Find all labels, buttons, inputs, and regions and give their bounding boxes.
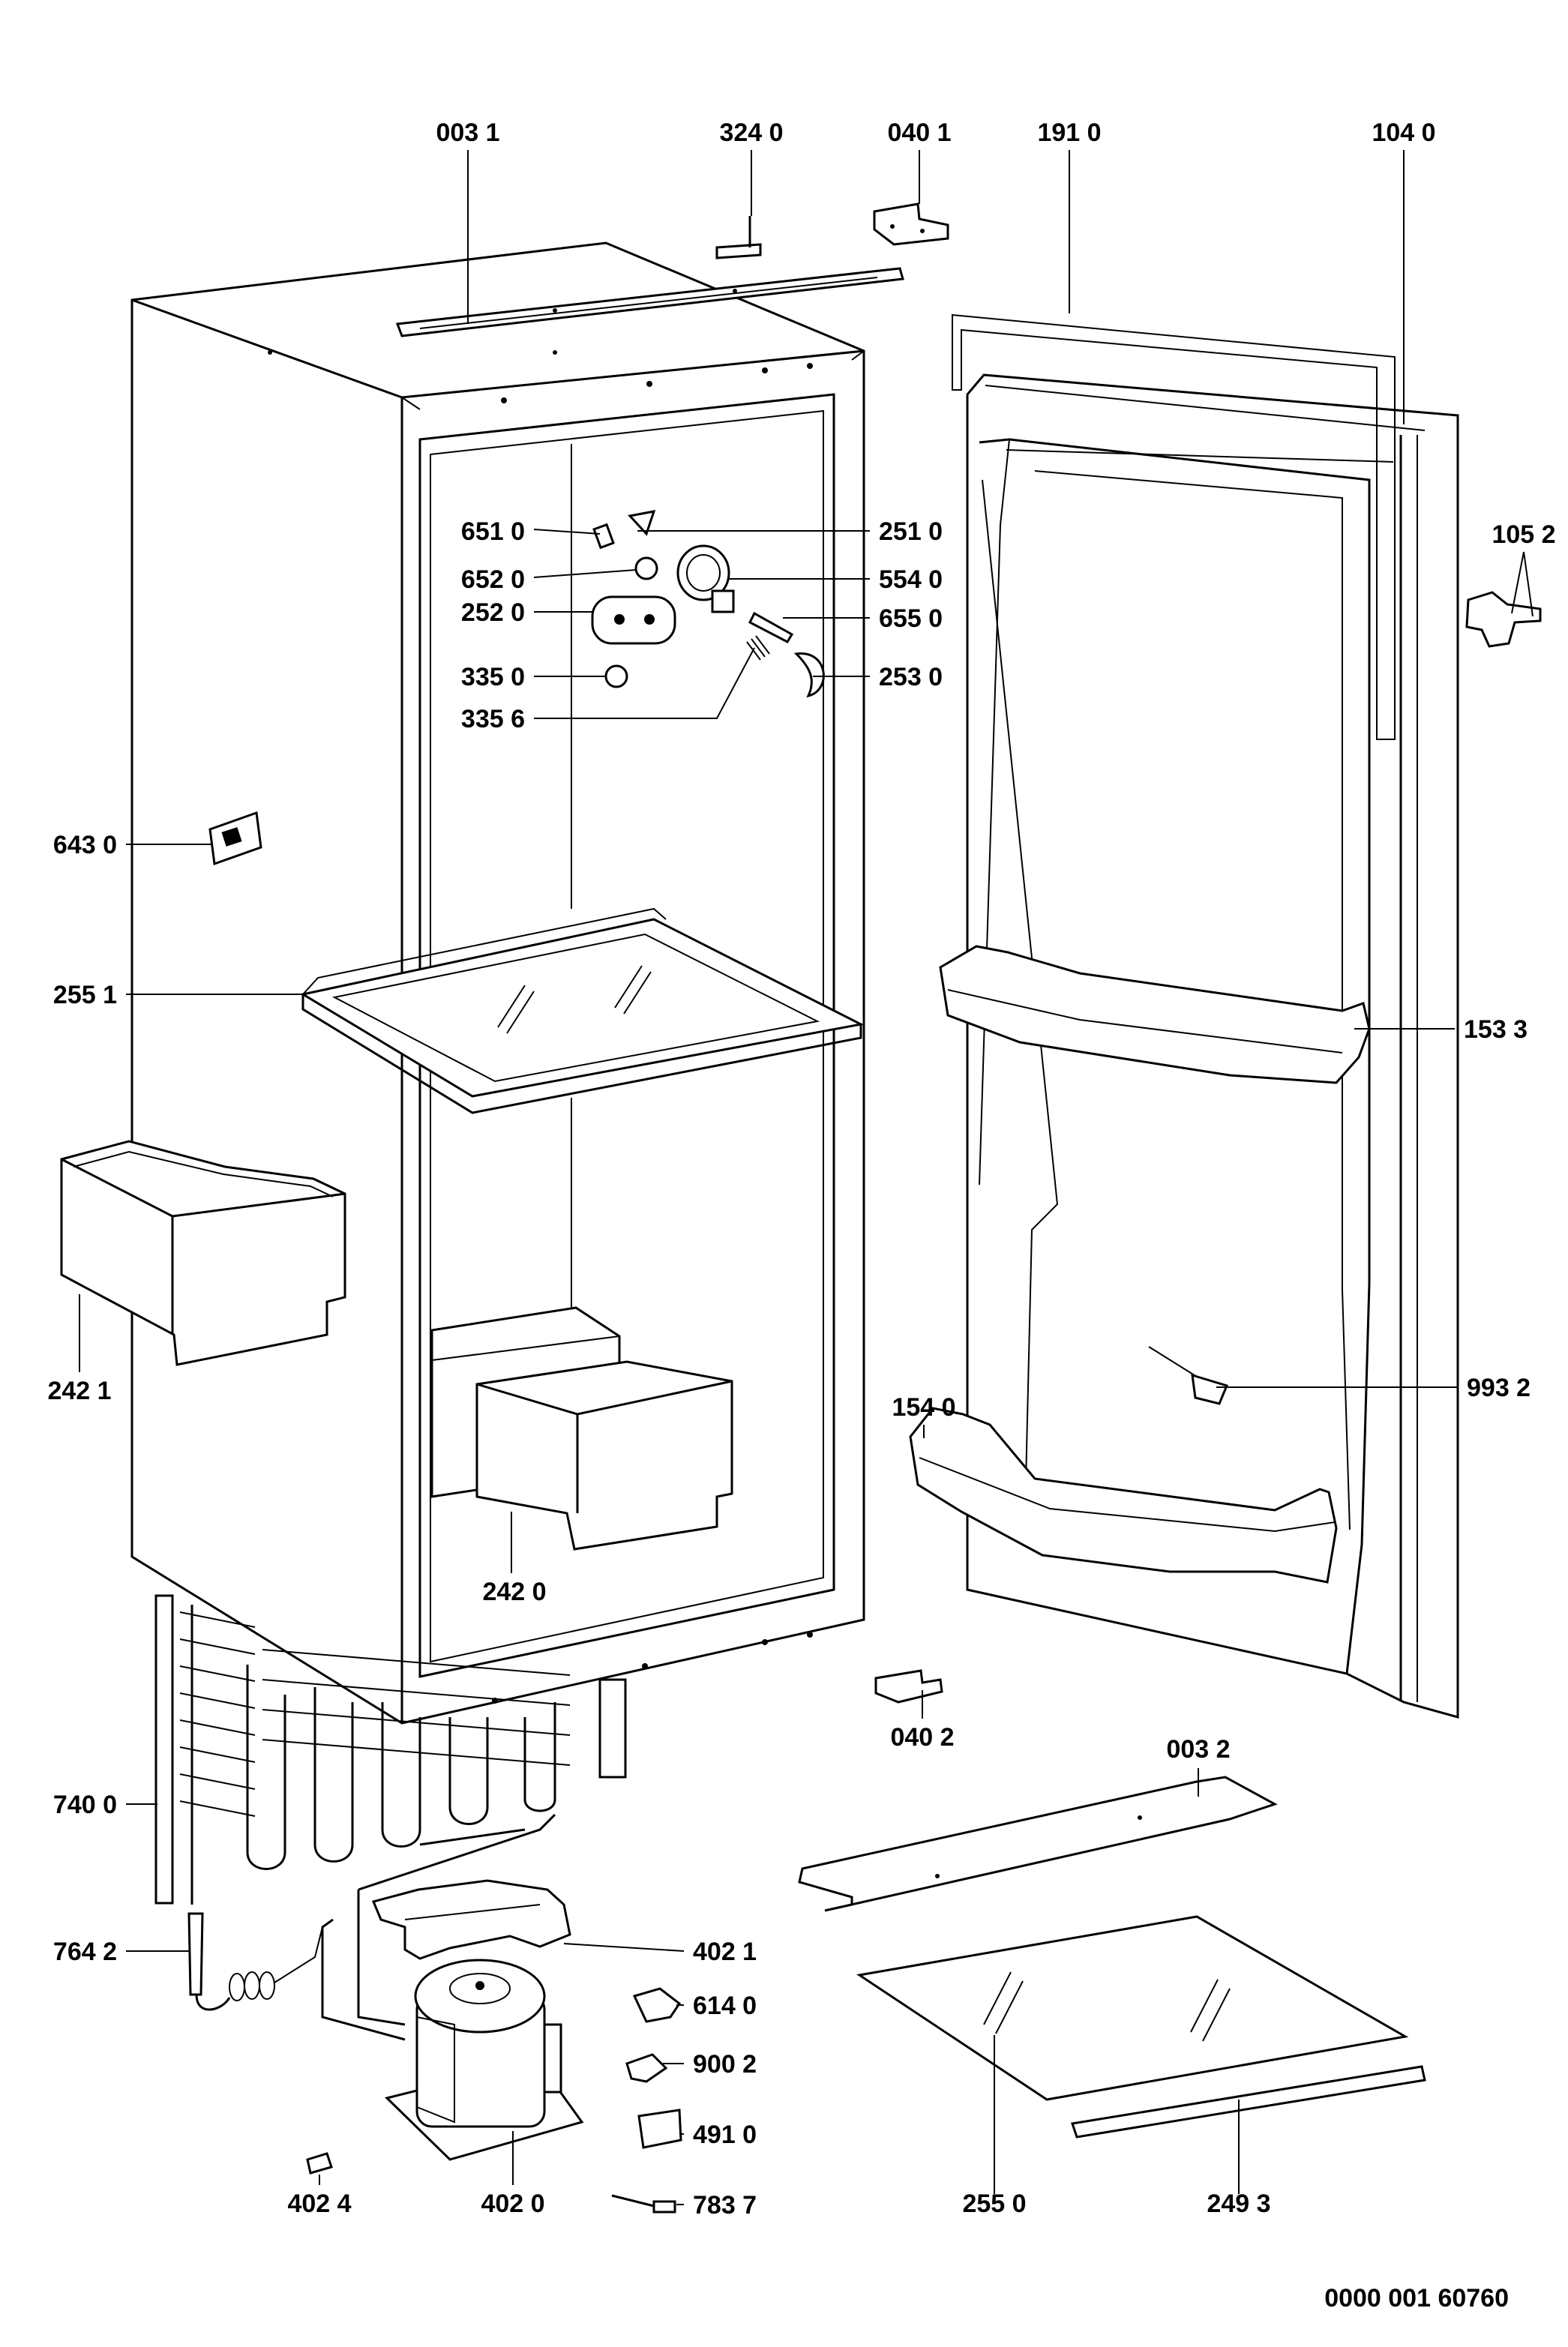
callout-154-0: 154 0 — [892, 1393, 955, 1422]
callout-040-2: 040 2 — [890, 1723, 954, 1752]
bottom-bracket — [874, 1669, 943, 1704]
callout-335-6: 335 6 — [461, 705, 525, 733]
callout-105-2: 105 2 — [1492, 520, 1555, 549]
callout-191-0: 191 0 — [1037, 118, 1101, 147]
callout-153-3: 153 3 — [1464, 1015, 1528, 1044]
callout-335-0: 335 0 — [461, 663, 525, 691]
callout-402-0: 402 0 — [481, 2190, 544, 2218]
drawing-number: 0000 001 60760 — [1324, 2284, 1509, 2313]
refrigerant-piping — [321, 1813, 556, 2041]
callout-003-2: 003 2 — [1166, 1735, 1230, 1764]
callout-491-0: 491 0 — [693, 2121, 757, 2149]
rating-plate — [208, 811, 262, 866]
compressor-bracket — [371, 1879, 571, 1960]
callout-labels: 003 1 324 0 040 1 191 0 104 0 651 0 251 … — [47, 118, 1555, 2313]
callout-643-0: 643 0 — [53, 831, 117, 859]
callout-251-0: 251 0 — [879, 517, 943, 546]
callout-993-2: 993 2 — [1467, 1374, 1531, 1402]
callout-324-0: 324 0 — [719, 118, 783, 147]
left-storage-box — [60, 1140, 346, 1366]
callout-651-0: 651 0 — [461, 517, 525, 546]
callout-614-0: 614 0 — [693, 1992, 757, 2020]
callout-040-1: 040 1 — [887, 118, 951, 147]
callout-253-0: 253 0 — [879, 663, 943, 691]
thermostat-assembly — [591, 510, 825, 698]
callout-255-0: 255 0 — [962, 2190, 1026, 2218]
upper-glass-shelf — [299, 907, 865, 1114]
door-bin-lower — [909, 1407, 1338, 1584]
callout-242-0: 242 0 — [482, 1578, 546, 1606]
callout-655-0: 655 0 — [879, 604, 943, 633]
lower-glass-plate — [856, 1915, 1409, 2101]
bottom-rail — [798, 1776, 1278, 1912]
small-electrical-parts — [306, 1987, 682, 2214]
compressor — [385, 1959, 584, 2161]
interior-crisper-boxes — [430, 1306, 733, 1551]
callout-554-0: 554 0 — [879, 565, 943, 594]
callout-255-1: 255 1 — [53, 981, 117, 1009]
callout-764-2: 764 2 — [53, 1938, 117, 1966]
capillary-drier — [187, 1912, 323, 2011]
callout-783-7: 783 7 — [693, 2191, 757, 2220]
callout-252-0: 252 0 — [461, 598, 525, 627]
callout-740-0: 740 0 — [53, 1791, 117, 1819]
trim-strip — [1071, 2065, 1426, 2139]
callout-104-0: 104 0 — [1372, 118, 1435, 147]
callout-003-1: 003 1 — [436, 118, 499, 147]
callout-402-1: 402 1 — [693, 1938, 757, 1966]
leader-lines — [79, 150, 1534, 2205]
callout-402-4: 402 4 — [287, 2190, 351, 2218]
condenser — [154, 1594, 627, 1905]
callout-242-1: 242 1 — [47, 1377, 111, 1405]
top-bracket — [873, 202, 949, 246]
callout-652-0: 652 0 — [461, 565, 525, 594]
callout-249-3: 249 3 — [1207, 2190, 1270, 2218]
top-rail — [395, 267, 904, 337]
callout-900-2: 900 2 — [693, 2050, 757, 2079]
hinge-pin — [715, 216, 762, 259]
